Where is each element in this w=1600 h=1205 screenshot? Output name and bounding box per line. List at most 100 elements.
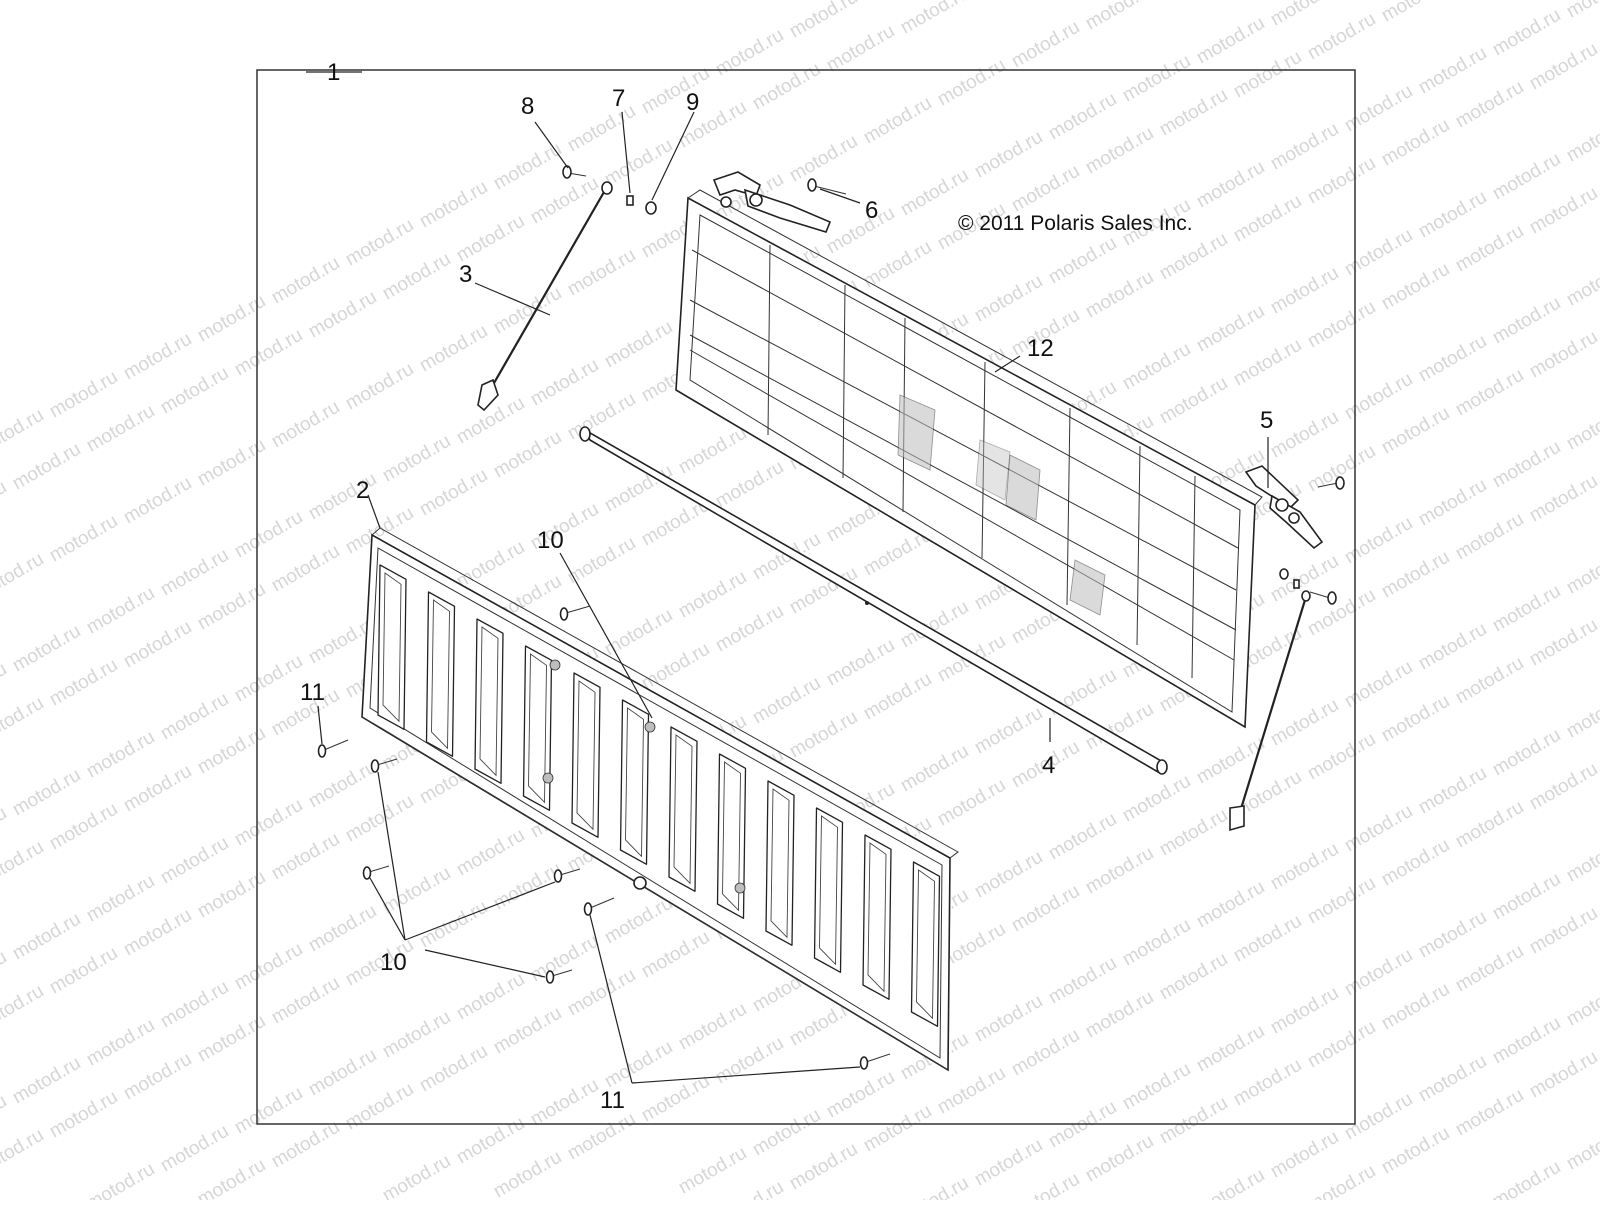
watermark-text: motod.ru xyxy=(1119,771,1194,827)
watermark-text: motod.ru xyxy=(1563,0,1600,22)
watermark-text: motod.ru xyxy=(0,477,10,533)
watermark-text: motod.ru xyxy=(379,249,454,305)
watermark-text: motod.ru xyxy=(601,317,676,373)
watermark-text: motod.ru xyxy=(897,741,972,797)
watermark-text: motod.ru xyxy=(786,1139,861,1195)
panel-slot xyxy=(475,619,503,783)
part-11-pin-left xyxy=(319,740,349,757)
watermark-text: motod.ru xyxy=(823,1067,898,1123)
watermark-text: motod.ru xyxy=(786,131,861,187)
watermark-text: motod.ru xyxy=(860,93,935,149)
watermark-text: motod.ru xyxy=(231,939,306,995)
watermark-text: motod.ru xyxy=(120,905,195,961)
watermark-text: motod.ru xyxy=(638,639,713,695)
watermark-text: motod.ru xyxy=(268,1117,343,1173)
watermark-text: motod.ru xyxy=(268,253,343,309)
callout-10-top: 10 xyxy=(537,527,564,554)
watermark-text: motod.ru xyxy=(1267,407,1342,463)
part-11-pin-right xyxy=(861,1054,891,1069)
watermark-text: motod.ru xyxy=(1082,0,1157,34)
watermark-text: motod.ru xyxy=(1267,119,1342,175)
watermark-text: motod.ru xyxy=(1526,39,1600,95)
watermark-text: motod.ru xyxy=(1119,339,1194,395)
watermark-text: motod.ru xyxy=(601,135,676,191)
watermark-text: motod.ru xyxy=(0,1125,47,1181)
watermark-text: motod.ru xyxy=(1526,1047,1600,1103)
watermark-text: motod.ru xyxy=(0,981,47,1037)
watermark-text: motod.ru xyxy=(1489,293,1564,349)
watermark-text: motod.ru xyxy=(1489,1013,1564,1069)
watermark-text: motod.ru xyxy=(1563,111,1600,167)
watermark-text: motod.ru xyxy=(1230,191,1305,247)
panel-slot xyxy=(815,808,843,972)
watermark-text: motod.ru xyxy=(268,829,343,885)
watermark-text: motod.ru xyxy=(9,1053,84,1109)
watermark-text: motod.ru xyxy=(786,707,861,763)
callout-8: 8 xyxy=(521,93,534,120)
watermark-text: motod.ru xyxy=(1193,1165,1268,1200)
watermark-text: motod.ru xyxy=(0,947,10,1003)
part-9-washer xyxy=(646,202,656,214)
watermark-text: motod.ru xyxy=(490,1147,565,1200)
callout-7: 7 xyxy=(612,85,625,112)
watermark-text: motod.ru xyxy=(453,537,528,593)
panel-slot xyxy=(572,673,600,837)
watermark-text: motod.ru xyxy=(675,567,750,623)
watermark-text: motod.ru xyxy=(1415,619,1490,675)
watermark-text: motod.ru xyxy=(823,21,898,77)
callout-9: 9 xyxy=(686,89,699,116)
watermark-text: motod.ru xyxy=(1452,1085,1527,1141)
watermark-text: motod.ru xyxy=(1267,0,1342,30)
watermark-text: motod.ru xyxy=(1193,13,1268,69)
watermark-text: motod.ru xyxy=(786,0,861,42)
part-10-rivet-top xyxy=(561,606,591,620)
watermark-text: motod.ru xyxy=(231,325,306,381)
watermark-text: motod.ru xyxy=(0,837,47,893)
watermark-text: motod.ru xyxy=(0,549,47,605)
watermark-text: motod.ru xyxy=(1489,149,1564,205)
watermark-text: motod.ru xyxy=(379,863,454,919)
watermark-text: motod.ru xyxy=(1341,225,1416,281)
watermark-text: motod.ru xyxy=(564,1109,639,1165)
watermark-text: motod.ru xyxy=(231,795,306,851)
watermark-text: motod.ru xyxy=(527,355,602,411)
watermark-text: motod.ru xyxy=(231,507,306,563)
bolt-right xyxy=(1310,592,1336,604)
watermark-text: motod.ru xyxy=(712,1177,787,1200)
watermark-text: motod.ru xyxy=(1378,691,1453,747)
watermark-text: motod.ru xyxy=(1341,1089,1416,1145)
watermark-text: motod.ru xyxy=(120,329,195,385)
watermark-text: motod.ru xyxy=(157,363,232,419)
watermark-text: motod.ru xyxy=(1008,1025,1083,1081)
watermark-text: motod.ru xyxy=(120,761,195,817)
watermark-text: motod.ru xyxy=(46,655,121,711)
watermark-text: motod.ru xyxy=(564,389,639,445)
watermark-text: motod.ru xyxy=(1008,881,1083,937)
watermark-text: motod.ru xyxy=(1267,983,1342,1039)
watermark-text: motod.ru xyxy=(1156,229,1231,285)
watermark-text: motod.ru xyxy=(675,1143,750,1199)
watermark-text: motod.ru xyxy=(194,291,269,347)
watermark-text: motod.ru xyxy=(1563,543,1600,599)
panel-slot xyxy=(912,862,940,1026)
watermark-text: motod.ru xyxy=(749,59,824,115)
watermark-text: motod.ru xyxy=(83,1015,158,1071)
watermark-text: motod.ru xyxy=(1526,327,1600,383)
watermark-text: motod.ru xyxy=(1489,725,1564,781)
watermark-text: motod.ru xyxy=(120,617,195,673)
watermark-text: motod.ru xyxy=(1008,17,1083,73)
watermark-text: motod.ru xyxy=(934,55,1009,111)
watermark-text: motod.ru xyxy=(1267,839,1342,895)
watermark-text: motod.ru xyxy=(1008,1169,1083,1200)
watermark-text: motod.ru xyxy=(1267,1127,1342,1183)
watermark-text: motod.ru xyxy=(379,1151,454,1200)
watermark-text: motod.ru xyxy=(46,511,121,567)
part-8-bolt xyxy=(563,166,586,178)
watermark-text: motod.ru xyxy=(490,1003,565,1059)
watermark-text: motod.ru xyxy=(9,439,84,495)
watermark-text: motod.ru xyxy=(1341,369,1416,425)
watermark-text: motod.ru xyxy=(1119,1059,1194,1115)
watermark-text: motod.ru xyxy=(1489,869,1564,925)
